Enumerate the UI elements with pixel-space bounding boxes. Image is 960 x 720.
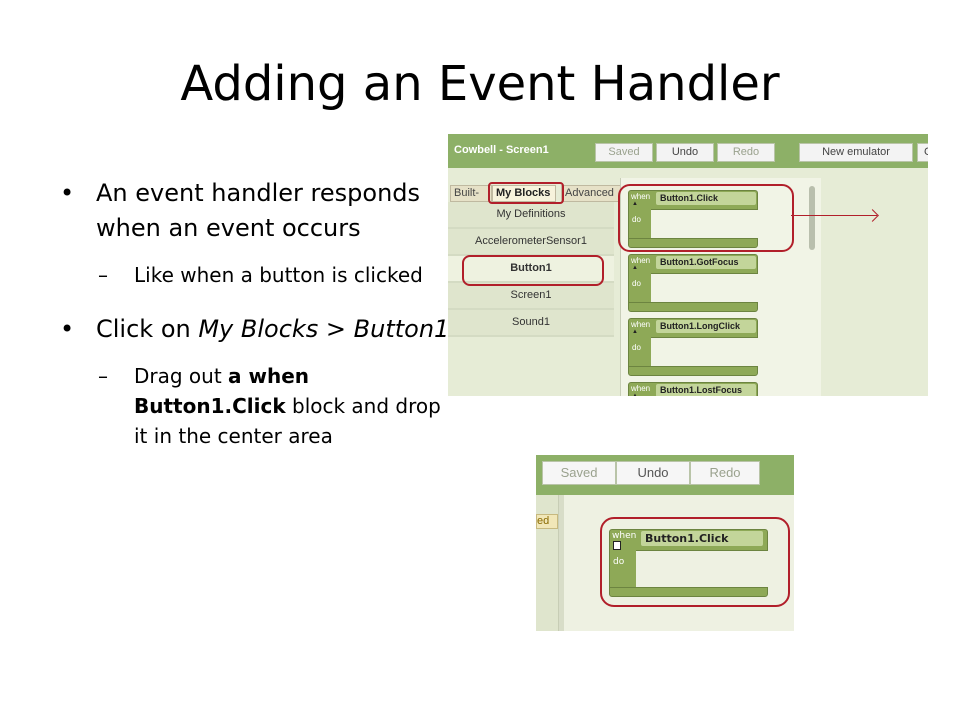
new-emulator-button[interactable]: New emulator [799,143,913,162]
block-body [628,272,651,302]
undo-button[interactable]: Undo [656,143,714,162]
flyout-panel [620,178,821,396]
drag-arrow [791,215,877,216]
block-do-label: do [632,279,641,288]
drawer-item-button1[interactable]: Button1 [448,256,614,283]
bullet-text: Click on [96,315,199,343]
event-block-button1-gotfocus[interactable]: when ▲ do Button1.GotFocus [628,254,758,312]
connect-button[interactable]: C [917,143,928,162]
saved-button[interactable]: Saved [595,143,653,162]
block-footer [609,587,768,597]
triangle-icon: ▲ [632,393,638,396]
bullet-click-my-blocks: Click on My Blocks > Button1 [60,312,460,347]
event-block-button1-lostfocus[interactable]: when ▲ do Button1.LostFocus [628,382,758,396]
event-block-button1-longclick[interactable]: when ▲ do Button1.LongClick [628,318,758,376]
sub-bullet-drag-block: Drag out a when Button1.Click block and … [60,361,460,451]
block-do-label: do [632,215,641,224]
bullet-text: Drag out [134,364,229,388]
block-body [628,208,651,238]
tab-advanced[interactable]: Advanced [561,185,621,202]
block-event-name: Button1.Click [641,531,763,546]
drawer-item-accelerometer[interactable]: AccelerometerSensor1 [448,229,614,256]
triangle-icon: ▲ [632,201,638,207]
toolbar: Cowbell - Screen1 Saved Undo Redo New em… [448,134,928,168]
saved-button[interactable]: Saved [542,461,616,485]
blocks-editor-screenshot: Cowbell - Screen1 Saved Undo Redo New em… [448,134,928,396]
block-footer [628,366,758,376]
block-when-label: when [631,192,651,201]
block-event-name: Button1.GotFocus [656,256,756,269]
toolbar: Saved Undo Redo [536,455,794,495]
tab-built-in[interactable]: Built-In [450,185,492,214]
block-event-name: Button1.Click [656,192,756,205]
collapse-box-icon [613,541,621,550]
sub-bullet-button-clicked: Like when a button is clicked [60,260,460,290]
drawer-item-sound1[interactable]: Sound1 [448,310,614,337]
drawer-item-my-definitions[interactable]: My Definitions [448,202,614,229]
bullet-bold: a when Button1.Click [134,364,310,418]
highlight-button1-item [462,255,604,286]
tab-my-blocks[interactable]: My Blocks [492,185,556,202]
undo-button[interactable]: Undo [616,461,690,485]
bullet-text: block and drop it in the center area [134,394,441,448]
block-when-label: when [631,320,651,329]
block-event-name: Button1.LostFocus [656,384,756,396]
redo-button[interactable]: Redo [717,143,775,162]
event-block-button1-click[interactable]: when ▲ do Button1.Click [628,190,758,248]
block-body [609,549,636,587]
triangle-icon: ▲ [632,329,638,335]
block-do-label: do [613,557,625,567]
block-event-name: Button1.LongClick [656,320,756,333]
app-title: Cowbell - Screen1 [454,144,549,156]
highlight-dropped-block [600,517,790,607]
redo-button[interactable]: Redo [690,461,760,485]
slide-title: Adding an Event Handler [180,56,780,112]
tab-advanced-fragment[interactable]: ed [536,514,558,529]
block-when-label: when [631,384,651,393]
block-body [628,336,651,366]
flyout-scrollbar[interactable] [809,186,815,250]
block-when-label: when [631,256,651,265]
block-footer [628,302,758,312]
triangle-icon: ▲ [632,265,638,271]
drawer-item-screen1[interactable]: Screen1 [448,283,614,310]
block-when-label: when [612,531,637,541]
dropped-block-button1-click[interactable]: when do Button1.Click [609,529,769,597]
highlight-click-block [618,184,794,252]
bullet-event-handler: An event handler responds when an event … [60,176,460,246]
bullet-emphasis: My Blocks > Button1 [198,315,450,343]
block-do-label: do [632,343,641,352]
scroll-strip[interactable] [559,495,564,631]
drawer-panel [536,495,559,631]
highlight-my-blocks-tab [488,182,564,204]
blocks-drawer: My Definitions AccelerometerSensor1 Butt… [448,202,614,337]
bullet-list: An event handler responds when an event … [60,176,460,473]
